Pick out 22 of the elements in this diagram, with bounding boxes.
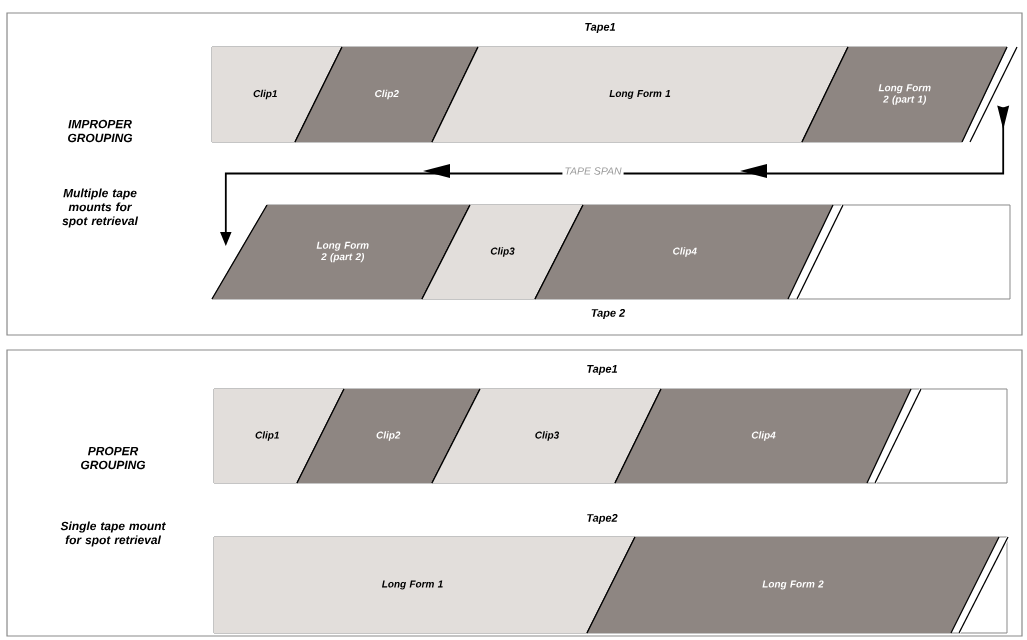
tape-label: Tape1 [587,365,618,375]
tape-segment: Clip3 [431,388,662,484]
tape-label: Tape 2 [591,309,626,319]
tape-label: Tape1 [585,23,616,33]
group-heading: IMPROPER GROUPING [68,119,133,143]
tape-segment: Long Form 1 [431,46,849,143]
tape-segment: Clip4 [534,204,834,300]
group-heading: PROPER GROUPING [81,446,146,470]
tape-segment: Long Form 2 (part 1) [801,46,1008,143]
edge-label: TAPE SPAN [562,165,624,177]
group-description: Multiple tape mounts for spot retrieval [62,188,139,228]
tape-segment: Clip4 [614,388,912,484]
tape-segment: Clip2 [294,46,479,143]
tape-label: Tape2 [587,514,618,524]
tape-segment: Long Form 2 [586,536,1000,634]
tape-segment: Clip1 [214,388,345,484]
group-description: Single tape mount for spot retrieval [60,521,166,547]
tape-segment: Clip3 [421,204,584,300]
tape-segment: Long Form 1 [214,536,636,634]
tape-segment: Long Form 2 (part 2) [211,204,471,300]
tape-segment: Clip1 [212,46,343,143]
tape-segment: Clip2 [296,388,481,484]
